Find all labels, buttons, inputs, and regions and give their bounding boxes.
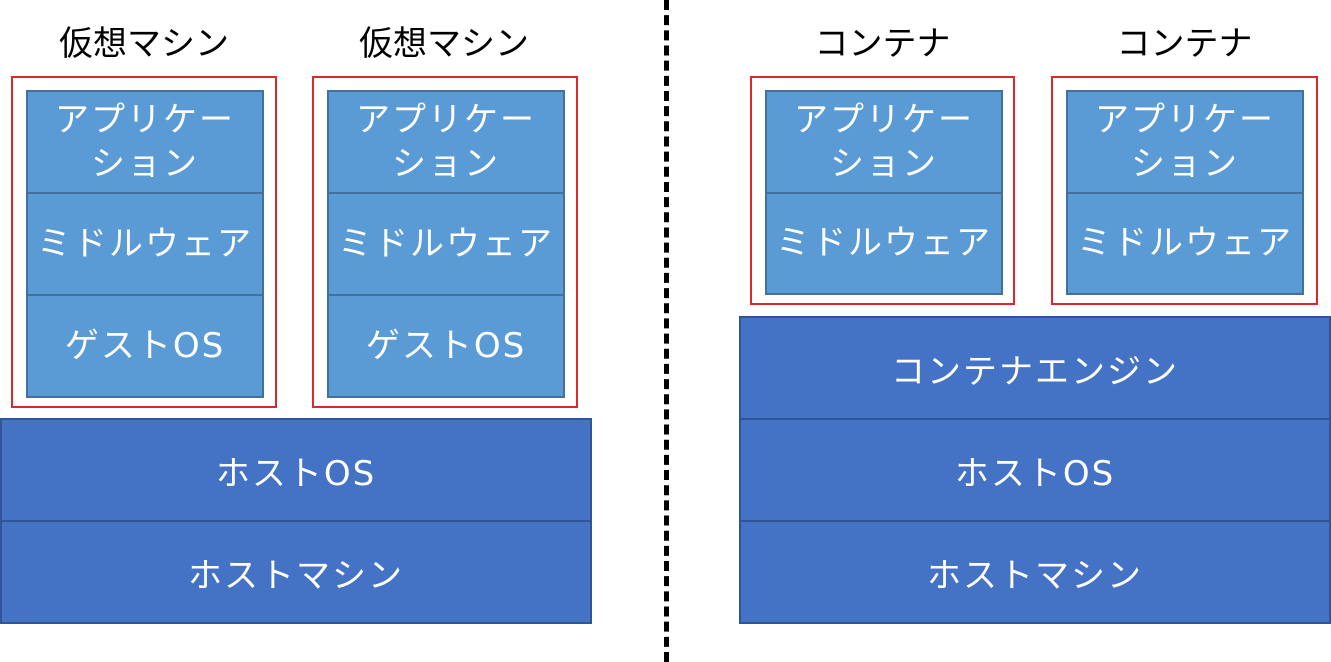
- vm-1-middleware-layer: ミドルウェア: [28, 192, 262, 294]
- container-host-machine-label: ホストマシン: [927, 555, 1143, 596]
- container-1-middleware-label: ミドルウェア: [776, 223, 992, 264]
- container-2-middleware-layer: ミドルウェア: [1068, 191, 1302, 293]
- vm-1-guest-os-layer: ゲストOS: [28, 294, 262, 396]
- container-engine-layer: コンテナエンジン: [741, 318, 1329, 418]
- vm-2-application-label: アプリケーション: [356, 100, 536, 184]
- container-host-os-label: ホストOS: [954, 453, 1116, 494]
- dashed-divider: [664, 0, 669, 662]
- vm-host-stack: ホストOS ホストマシン: [0, 418, 592, 624]
- vm-stack-1: アプリケーション ミドルウェア ゲストOS: [26, 90, 264, 398]
- container-2-application-layer: アプリケーション: [1068, 92, 1302, 192]
- vm-2-application-layer: アプリケーション: [329, 92, 563, 192]
- vm-1-middleware-label: ミドルウェア: [37, 224, 253, 264]
- container-stack-2: アプリケーション ミドルウェア: [1066, 90, 1304, 295]
- vm-frame-2: アプリケーション ミドルウェア ゲストOS: [312, 76, 578, 408]
- container-frame-2: アプリケーション ミドルウェア: [1051, 76, 1318, 305]
- container-host-stack: コンテナエンジン ホストOS ホストマシン: [739, 316, 1331, 624]
- container-engine-label: コンテナエンジン: [891, 351, 1179, 392]
- vm-stack-2: アプリケーション ミドルウェア ゲストOS: [327, 90, 565, 398]
- container-host-os-layer: ホストOS: [741, 418, 1329, 520]
- container-host-machine-layer: ホストマシン: [741, 520, 1329, 622]
- vm-2-middleware-label: ミドルウェア: [338, 224, 554, 264]
- container-title-1: コンテナ: [814, 24, 951, 64]
- vm-host-machine-label: ホストマシン: [188, 555, 404, 596]
- vm-1-application-label: アプリケーション: [55, 100, 235, 184]
- vm-host-machine-layer: ホストマシン: [2, 520, 590, 622]
- container-stack-1: アプリケーション ミドルウェア: [765, 90, 1003, 295]
- container-2-application-label: アプリケーション: [1095, 99, 1275, 184]
- vm-frame-1: アプリケーション ミドルウェア ゲストOS: [11, 76, 277, 408]
- vm-2-guest-os-label: ゲストOS: [365, 326, 527, 366]
- vm-title-1: 仮想マシン: [59, 24, 229, 64]
- vm-2-middleware-layer: ミドルウェア: [329, 192, 563, 294]
- vm-1-application-layer: アプリケーション: [28, 92, 262, 192]
- vm-title-2: 仮想マシン: [359, 24, 529, 64]
- vm-2-guest-os-layer: ゲストOS: [329, 294, 563, 396]
- container-2-middleware-label: ミドルウェア: [1077, 223, 1293, 264]
- container-1-middleware-layer: ミドルウェア: [767, 191, 1001, 293]
- vm-1-guest-os-label: ゲストOS: [64, 326, 226, 366]
- vm-host-os-label: ホストOS: [215, 453, 377, 494]
- container-title-2: コンテナ: [1116, 24, 1253, 64]
- container-1-application-label: アプリケーション: [794, 99, 974, 184]
- container-frame-1: アプリケーション ミドルウェア: [750, 76, 1015, 305]
- container-1-application-layer: アプリケーション: [767, 92, 1001, 192]
- vm-host-os-layer: ホストOS: [2, 420, 590, 520]
